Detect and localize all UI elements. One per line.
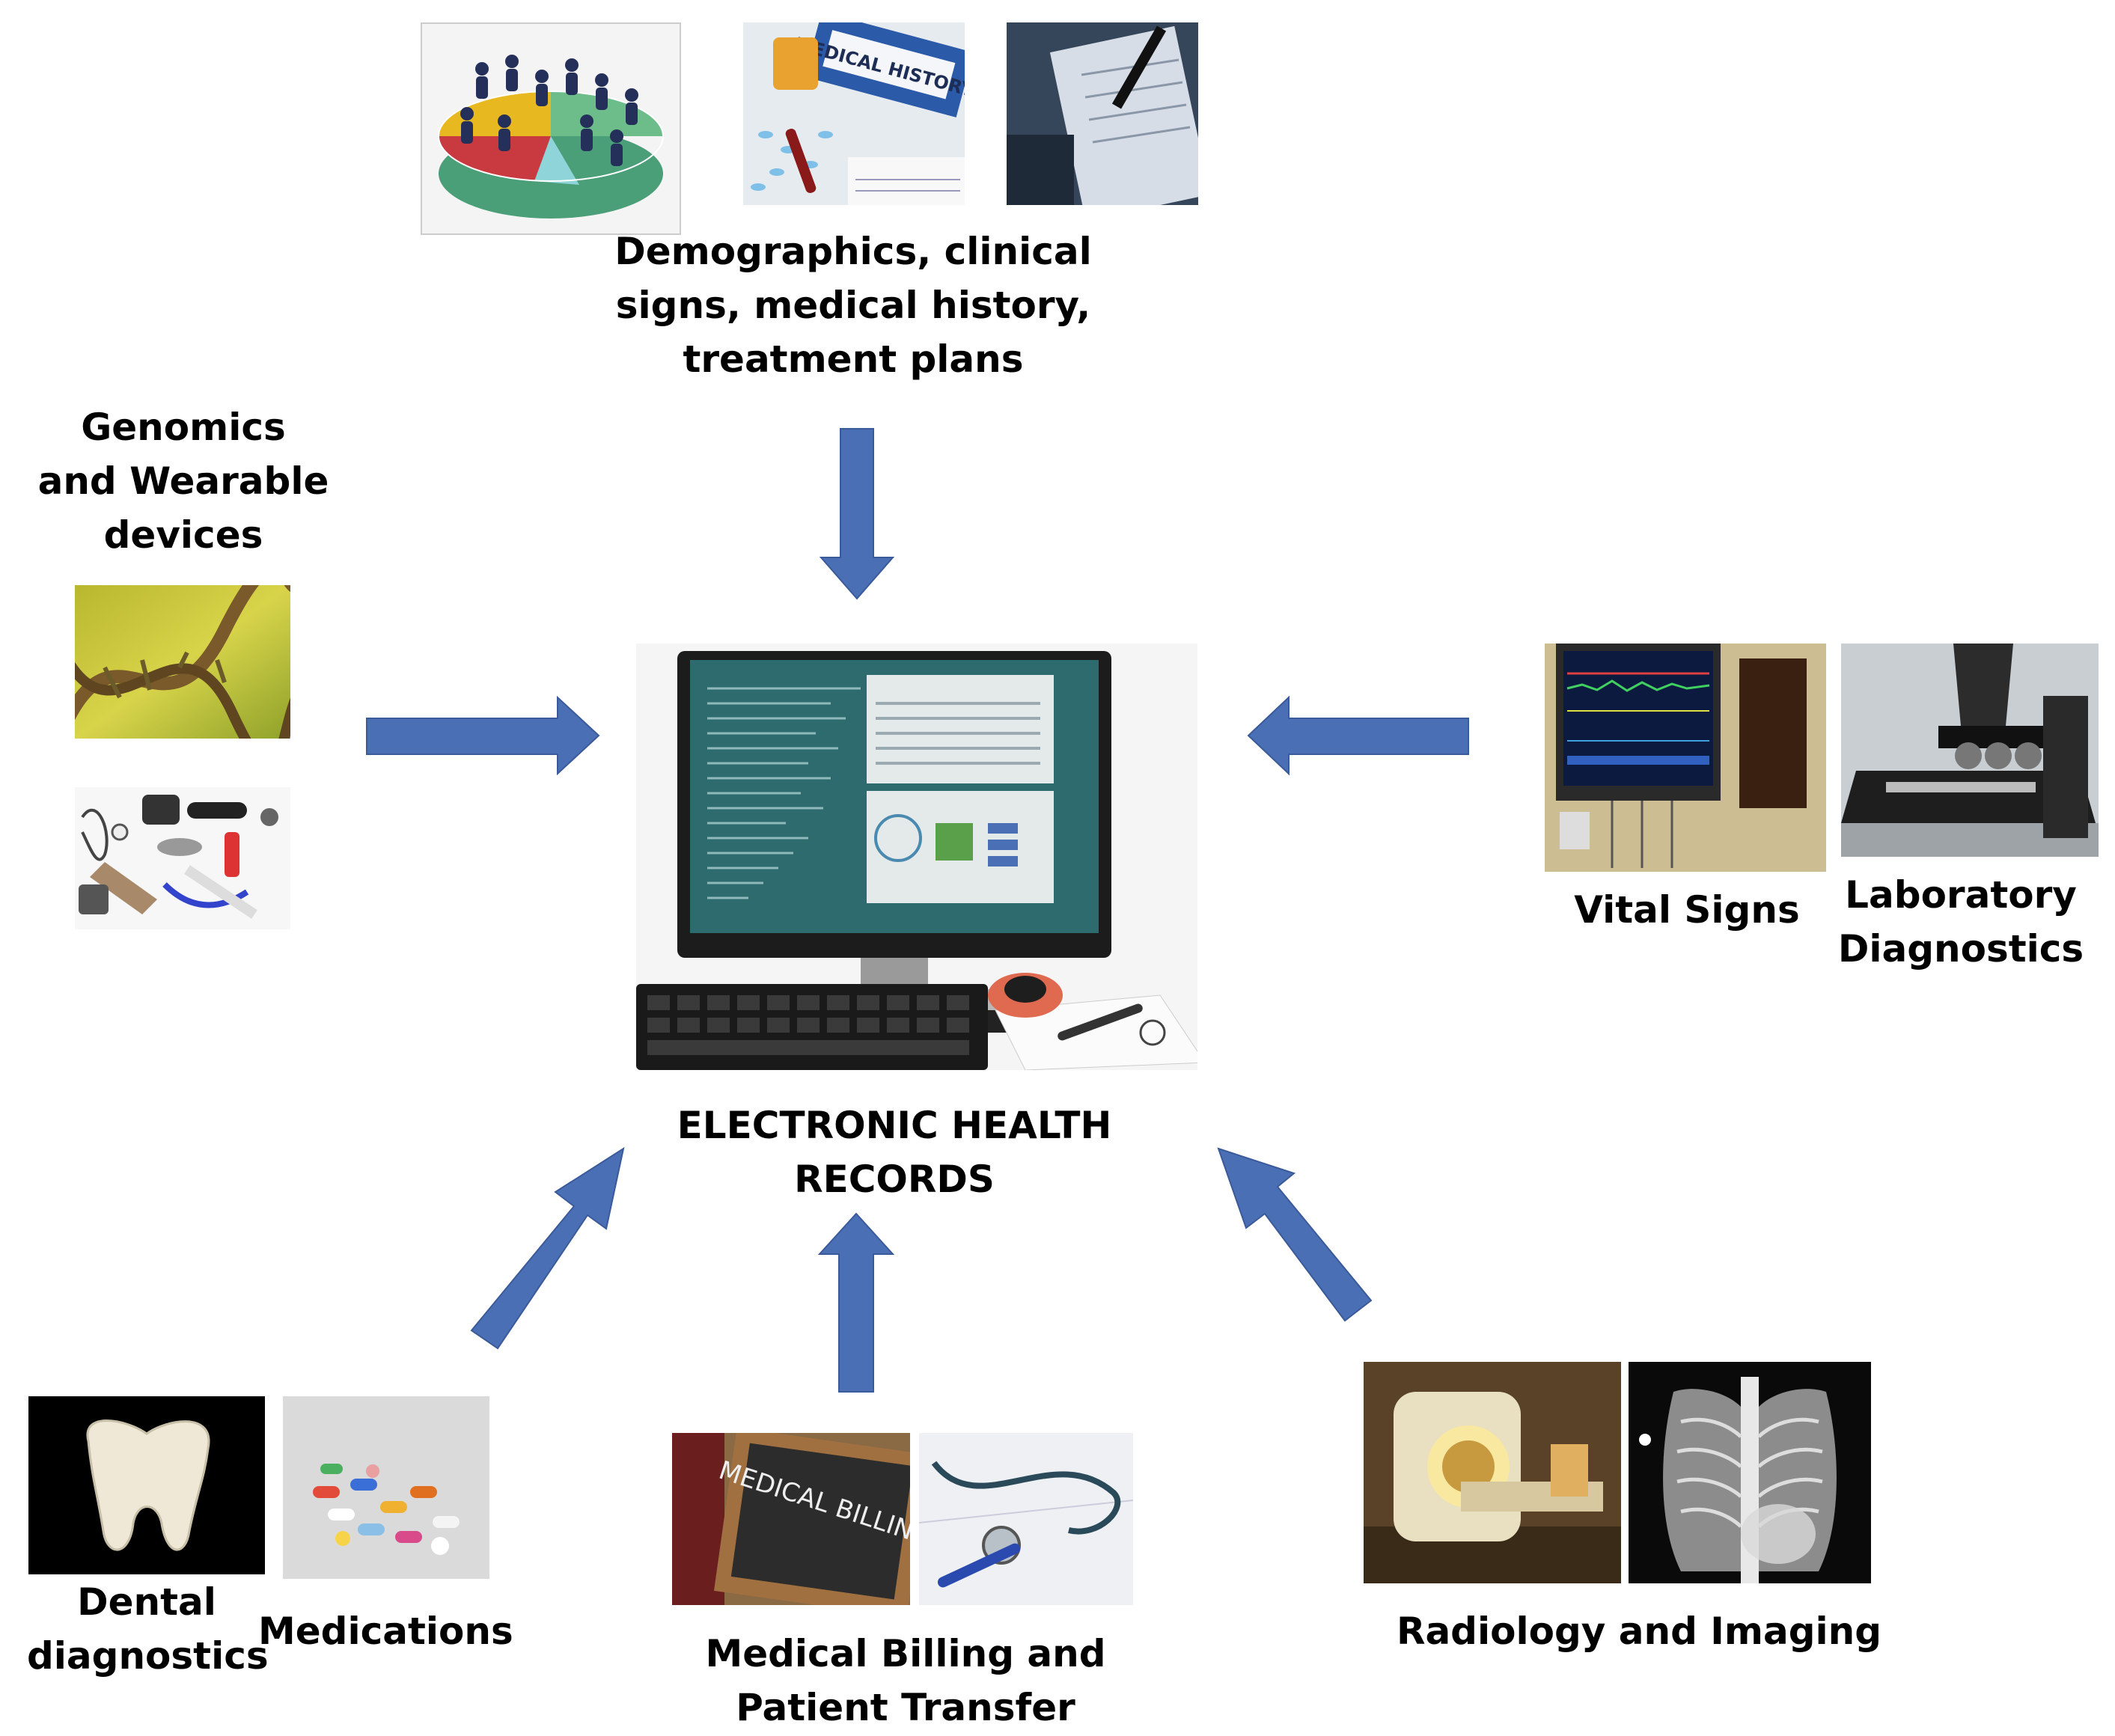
vital-monitor-photo — [1545, 644, 1826, 872]
stethoscope-photo — [919, 1433, 1133, 1605]
population-pie-photo — [421, 22, 681, 235]
arrow-down-from-top — [819, 428, 895, 600]
label-medical-billing: Medical Billing and Patient Transfer — [705, 1632, 1106, 1729]
ehr-computer-photo — [636, 644, 1197, 1070]
arrow-up-from-billing — [817, 1212, 895, 1393]
label-dental-diagnostics: Dental diagnostics — [27, 1580, 269, 1678]
medical-history-photo: MEDICAL HISTORY — [743, 22, 965, 205]
tooth-photo — [28, 1396, 265, 1574]
label-laboratory-diagnostics: Laboratory Diagnostics — [1837, 873, 2084, 971]
pills-photo — [283, 1396, 489, 1579]
arrow-diag-from-radiology — [1217, 1147, 1373, 1322]
wearables-photo — [75, 787, 290, 929]
arrow-diag-from-dental — [470, 1146, 625, 1350]
label-top-sources: Demographics, clinical signs, medical hi… — [614, 230, 1092, 381]
label-genomics-wearables: Genomics and Wearable devices — [37, 406, 329, 557]
mri-scanner-photo — [1364, 1362, 1621, 1583]
clipboard-photo — [1007, 22, 1198, 205]
label-radiology-imaging: Radiology and Imaging — [1396, 1610, 1882, 1653]
arrow-right-from-left — [366, 695, 600, 776]
arrow-left-from-right — [1247, 695, 1469, 776]
label-medications: Medications — [258, 1610, 513, 1653]
label-vital-signs: Vital Signs — [1574, 888, 1800, 932]
microscope-photo — [1841, 644, 2099, 857]
chest-xray-photo — [1629, 1362, 1871, 1583]
dna-photo — [75, 585, 290, 739]
page-title: ELECTRONIC HEALTH RECORDS — [677, 1104, 1112, 1201]
billing-chalkboard-photo: MEDICAL BILLING — [672, 1433, 910, 1605]
